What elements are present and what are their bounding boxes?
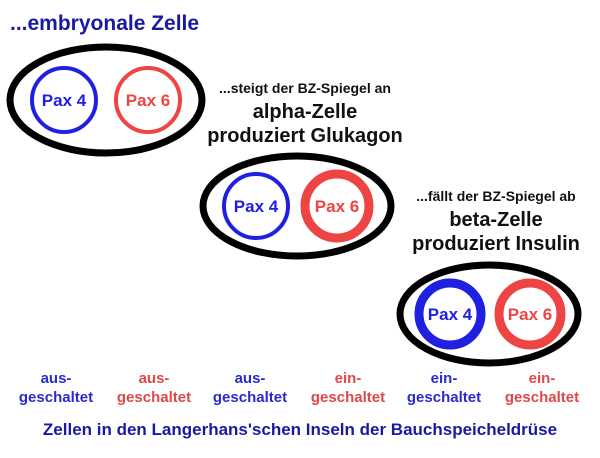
beta-cell-membrane [396, 261, 582, 367]
state-embryonic-pax6: aus- geschaltet [116, 370, 192, 406]
state-alpha-pax4: aus- geschaltet [212, 370, 288, 406]
embryonic-pax4-ring [30, 66, 98, 134]
embryonic-pax4-label: Pax 4 [42, 91, 87, 110]
beta-pax6-label: Pax 6 [508, 305, 552, 324]
alpha-cell-membrane [199, 152, 395, 260]
page-title: ...embryonale Zelle [10, 12, 200, 35]
alpha-cell: Pax 4 Pax 6 [199, 152, 395, 260]
alpha-cell-name: alpha-Zelle [252, 101, 358, 123]
embryonic-pax6-ring [114, 66, 182, 134]
beta-cell-name: beta-Zelle [449, 209, 543, 231]
alpha-condition: ...steigt der BZ-Spiegel an [219, 80, 391, 96]
beta-caption: ...fällt der BZ-Spiegel ab beta-Zelle pr… [392, 184, 600, 256]
state-embryonic-pax4: aus- geschaltet [18, 370, 94, 406]
beta-condition: ...fällt der BZ-Spiegel ab [416, 188, 576, 204]
cells-diagram: Pax 4 Pax 6 Pax 4 Pax 6 Pax 4 Pax 6 [6, 43, 582, 367]
beta-pax4-label: Pax 4 [428, 305, 473, 324]
alpha-pax4-label: Pax 4 [234, 197, 279, 216]
embryonic-cell-membrane [6, 43, 206, 157]
state-beta-pax4: ein- geschaltet [406, 370, 482, 406]
alpha-cell-product: produziert Glukagon [207, 125, 403, 147]
embryonic-pax6-label: Pax 6 [126, 91, 170, 110]
beta-cell-product: produziert Insulin [412, 233, 580, 255]
alpha-pax4-ring [222, 172, 290, 240]
beta-pax4-ring [414, 278, 486, 350]
alpha-caption: ...steigt der BZ-Spiegel an alpha-Zelle … [200, 76, 410, 148]
footer-caption: Zellen in den Langerhans'schen Inseln de… [42, 420, 558, 439]
alpha-pax6-label: Pax 6 [315, 197, 359, 216]
beta-cell: Pax 4 Pax 6 [396, 261, 582, 367]
state-beta-pax6: ein- geschaltet [504, 370, 580, 406]
alpha-pax6-ring [300, 169, 374, 243]
embryonic-cell: Pax 4 Pax 6 [6, 43, 206, 157]
state-alpha-pax6: ein- geschaltet [310, 370, 386, 406]
beta-pax6-ring [494, 278, 566, 350]
